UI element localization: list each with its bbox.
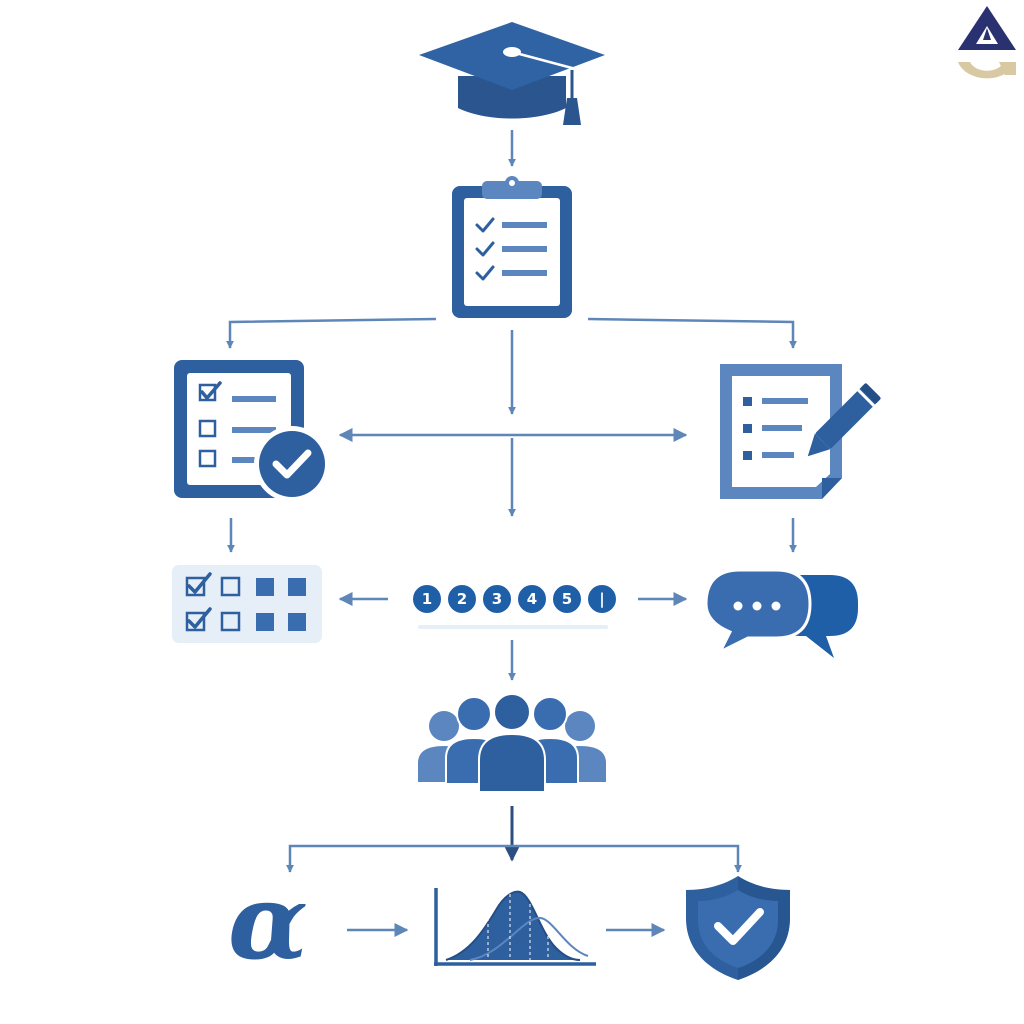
alpha-symbol-icon: α (228, 860, 308, 983)
group-people-icon (418, 693, 606, 793)
scale-point-label: 1 (422, 590, 432, 608)
scale-point-label: 5 (562, 590, 572, 608)
scale-point (481, 583, 513, 615)
connectors (226, 130, 797, 937)
graduation-cap-icon (419, 22, 605, 125)
scale-point (411, 583, 443, 615)
document-pencil-icon (720, 364, 881, 499)
scale-point-label: | (599, 590, 604, 609)
scale-point (516, 583, 548, 615)
logo-icon (958, 6, 1016, 79)
scale-point-label: 2 (457, 590, 467, 608)
scale-point-label: 3 (492, 590, 502, 608)
distribution-chart-icon (434, 888, 596, 966)
chat-bubbles-icon (704, 568, 858, 658)
scale-point-label: 4 (527, 590, 537, 608)
scale-point (586, 583, 618, 615)
rating-scale-icon: 1 2 3 4 5 | (411, 583, 618, 629)
arrow-clipboard-to-left (226, 317, 437, 349)
arrow-clipboard-to-right (587, 317, 797, 349)
arrow-branch-right (512, 844, 742, 873)
alpha-symbol: α (228, 860, 308, 983)
checkbox-grid-icon (172, 565, 322, 643)
scale-point (551, 583, 583, 615)
arrow-branch-left (286, 844, 512, 873)
clipboard-checklist-icon (452, 176, 572, 318)
verified-checklist-icon (174, 360, 330, 502)
scale-point (446, 583, 478, 615)
shield-check-icon (686, 876, 790, 980)
